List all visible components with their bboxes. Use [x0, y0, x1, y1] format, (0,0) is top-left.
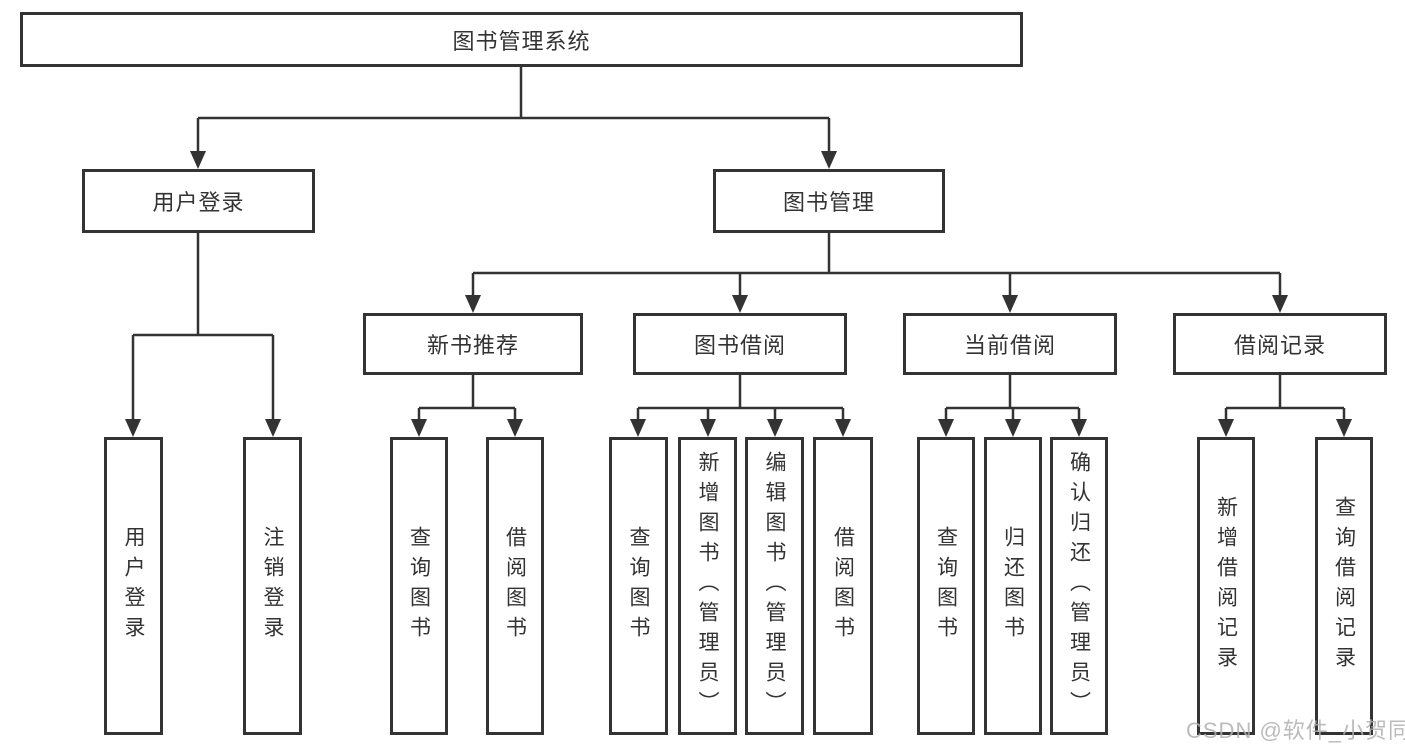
node-new-book-recommend: 新书推荐 [363, 313, 583, 375]
node-label: 新书推荐 [426, 333, 519, 358]
leaf-confirm-return-admin: 确认归还（管理员） [1050, 437, 1108, 735]
leaf-label: 归还图书 [1001, 526, 1025, 646]
leaf-label: 编辑图书（管理员） [763, 451, 786, 721]
node-borrow-records: 借阅记录 [1173, 313, 1387, 375]
node-current-borrow: 当前借阅 [903, 313, 1117, 375]
leaf-return-books: 归还图书 [984, 437, 1042, 735]
node-root-label: 图书管理系统 [452, 28, 591, 54]
node-label: 用户登录 [152, 190, 245, 215]
leaf-query-books: 查询图书 [390, 437, 448, 735]
leaf-label: 新增图书（管理员） [696, 451, 719, 721]
node-label: 图书借阅 [693, 333, 786, 358]
leaf-label: 借阅图书 [831, 526, 855, 646]
leaf-label: 查询图书 [934, 526, 958, 646]
csdn-watermark: CSDN @软件_小贺同学 [1186, 718, 1405, 743]
node-book-management-module: 图书管理 [713, 169, 945, 233]
node-book-borrow: 图书借阅 [633, 313, 847, 375]
leaf-label: 确认归还（管理员） [1067, 451, 1091, 721]
leaf-query-books: 查询图书 [609, 437, 668, 735]
leaf-add-books-admin: 新增图书（管理员） [678, 437, 737, 735]
leaf-logout: 注销登录 [243, 437, 302, 735]
node-user-login-module: 用户登录 [82, 169, 315, 233]
node-label: 图书管理 [782, 190, 875, 215]
leaf-label: 用户登录 [122, 526, 145, 646]
leaf-label: 借阅图书 [503, 526, 527, 646]
leaf-query-books: 查询图书 [917, 437, 975, 735]
leaf-query-borrow-record: 查询借阅记录 [1315, 437, 1373, 735]
node-label: 当前借阅 [963, 333, 1056, 358]
leaf-label: 查询图书 [407, 526, 431, 646]
node-label: 借阅记录 [1233, 333, 1326, 358]
node-root-system: 图书管理系统 [20, 12, 1023, 67]
leaf-label: 查询图书 [627, 526, 650, 646]
leaf-edit-books-admin: 编辑图书（管理员） [745, 437, 804, 735]
leaf-borrow-books: 借阅图书 [813, 437, 873, 735]
leaf-label: 注销登录 [261, 526, 284, 646]
leaf-user-login: 用户登录 [104, 437, 163, 735]
leaf-label: 查询借阅记录 [1332, 496, 1356, 676]
leaf-borrow-books: 借阅图书 [486, 437, 544, 735]
leaf-add-borrow-record: 新增借阅记录 [1197, 437, 1255, 735]
leaf-label: 新增借阅记录 [1214, 496, 1238, 676]
